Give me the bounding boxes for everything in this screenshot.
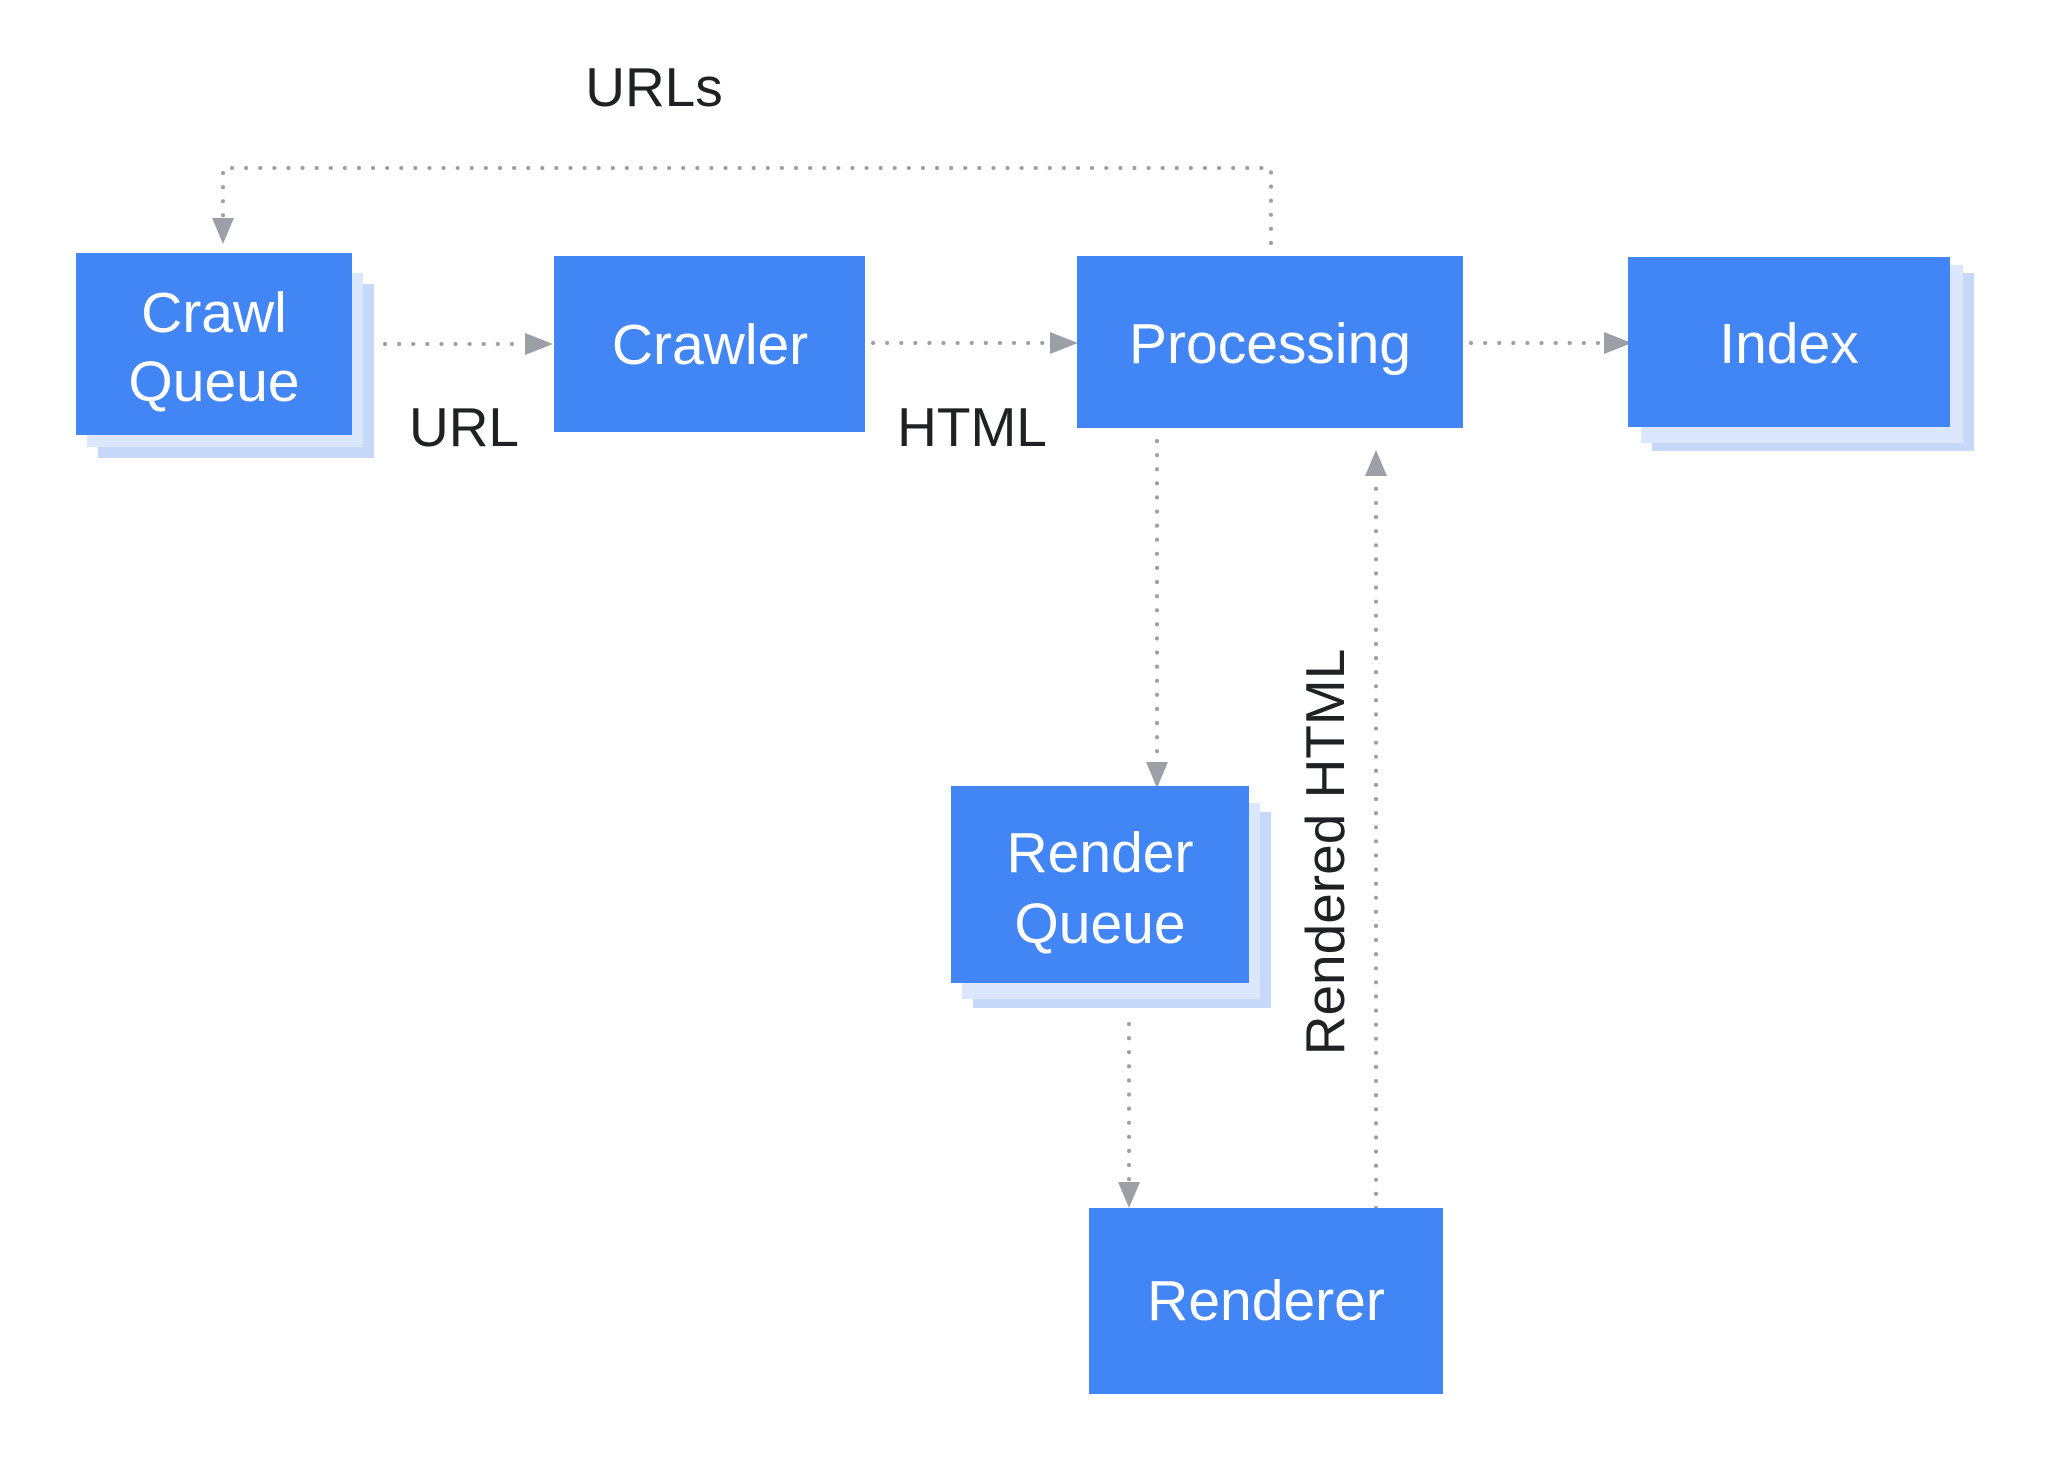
box [1089,1208,1443,1394]
edge-label-rendered-html: Rendered HTML [1294,649,1356,1056]
arrowhead-down-icon [1146,762,1168,788]
connector-renderer-to-processing [1365,450,1387,1210]
arrowhead-right-icon [1604,332,1632,354]
node-index: Index [1628,257,1974,451]
edge-label-html: HTML [897,396,1047,458]
arrowhead-down-icon [1118,1182,1140,1208]
connector-urls-feedback [212,166,1273,245]
node-label: Crawler [612,313,808,377]
connector-processing-to-render-queue [1146,439,1168,788]
arrowhead-up-icon [1365,450,1387,476]
node-label: Renderer [1147,1269,1385,1333]
connector-crawler-to-processing [871,332,1078,354]
connector-processing-to-index [1469,332,1632,354]
node-crawl-queue: Crawl Queue [76,253,374,458]
node-label-line2: Queue [1014,892,1185,956]
arrowhead-down-icon [212,218,234,244]
box [76,253,352,435]
node-label-line1: Crawl [141,281,287,345]
box [1628,257,1950,427]
node-render-queue: Render Queue [951,786,1271,1008]
node-crawler: Crawler [554,256,865,432]
node-label-line2: Queue [128,350,299,414]
box [1077,256,1463,428]
node-label: Processing [1129,312,1411,376]
arrowhead-right-icon [1050,332,1078,354]
box [554,256,865,432]
arrowhead-right-icon [525,333,553,355]
edge-label-urls: URLs [585,56,723,118]
node-renderer: Renderer [1089,1208,1443,1394]
box [951,786,1249,983]
connector-render-queue-to-renderer [1118,1022,1140,1208]
node-processing: Processing [1077,256,1463,428]
edge-label-url: URL [409,396,519,458]
connector-crawl-queue-to-crawler [383,333,553,355]
node-label: Index [1719,312,1858,376]
node-label-line1: Render [1007,821,1194,885]
